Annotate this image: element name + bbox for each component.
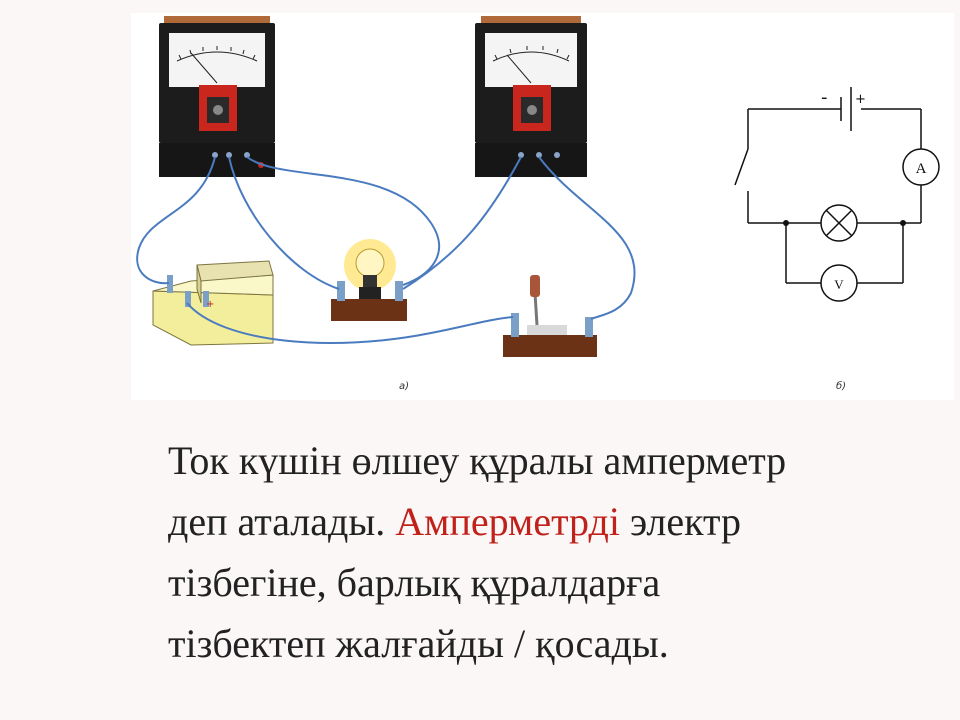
battery-minus-sign: - xyxy=(821,87,828,108)
text-line-4: тізбектеп жалғайды / қосады. xyxy=(168,621,669,666)
power-source-icon: + xyxy=(152,260,274,346)
figure-label-a: а) xyxy=(399,381,410,392)
switch-icon xyxy=(503,275,597,357)
circuit-figure: + xyxy=(131,13,954,400)
text-line-2-part2: электр xyxy=(619,499,742,544)
junction-dot-right xyxy=(900,220,906,226)
text-line-2: деп аталады. Амперметрді электр xyxy=(168,491,928,552)
text-line-3: тізбегіне, барлық құралдарға xyxy=(168,560,661,605)
figure-label-b: б) xyxy=(836,381,847,392)
circuit-drawing: + xyxy=(136,16,940,357)
ammeter-highlight-word: Амперметрді xyxy=(395,499,620,544)
text-line-2-part1: деп аталады. xyxy=(168,499,396,544)
ammeter-symbol-letter: A xyxy=(916,161,927,177)
explanation-text: Ток күшін өлшеу құралы амперметр деп ата… xyxy=(168,430,928,674)
lamp-icon xyxy=(331,239,407,321)
connecting-wires xyxy=(136,156,636,344)
junction-dot-left xyxy=(783,220,789,226)
battery-plus-sign: + xyxy=(855,92,866,107)
text-line-1: Ток күшін өлшеу құралы амперметр xyxy=(168,438,787,483)
svg-text:+: + xyxy=(206,299,214,310)
ammeter-symbol-circle xyxy=(902,148,940,186)
voltmeter-symbol-letter: V xyxy=(834,277,844,292)
ammeter-device-icon xyxy=(159,16,275,177)
circuit-schematic xyxy=(734,87,922,284)
voltmeter-symbol-circle xyxy=(820,264,858,302)
voltmeter-device-icon xyxy=(475,16,587,177)
